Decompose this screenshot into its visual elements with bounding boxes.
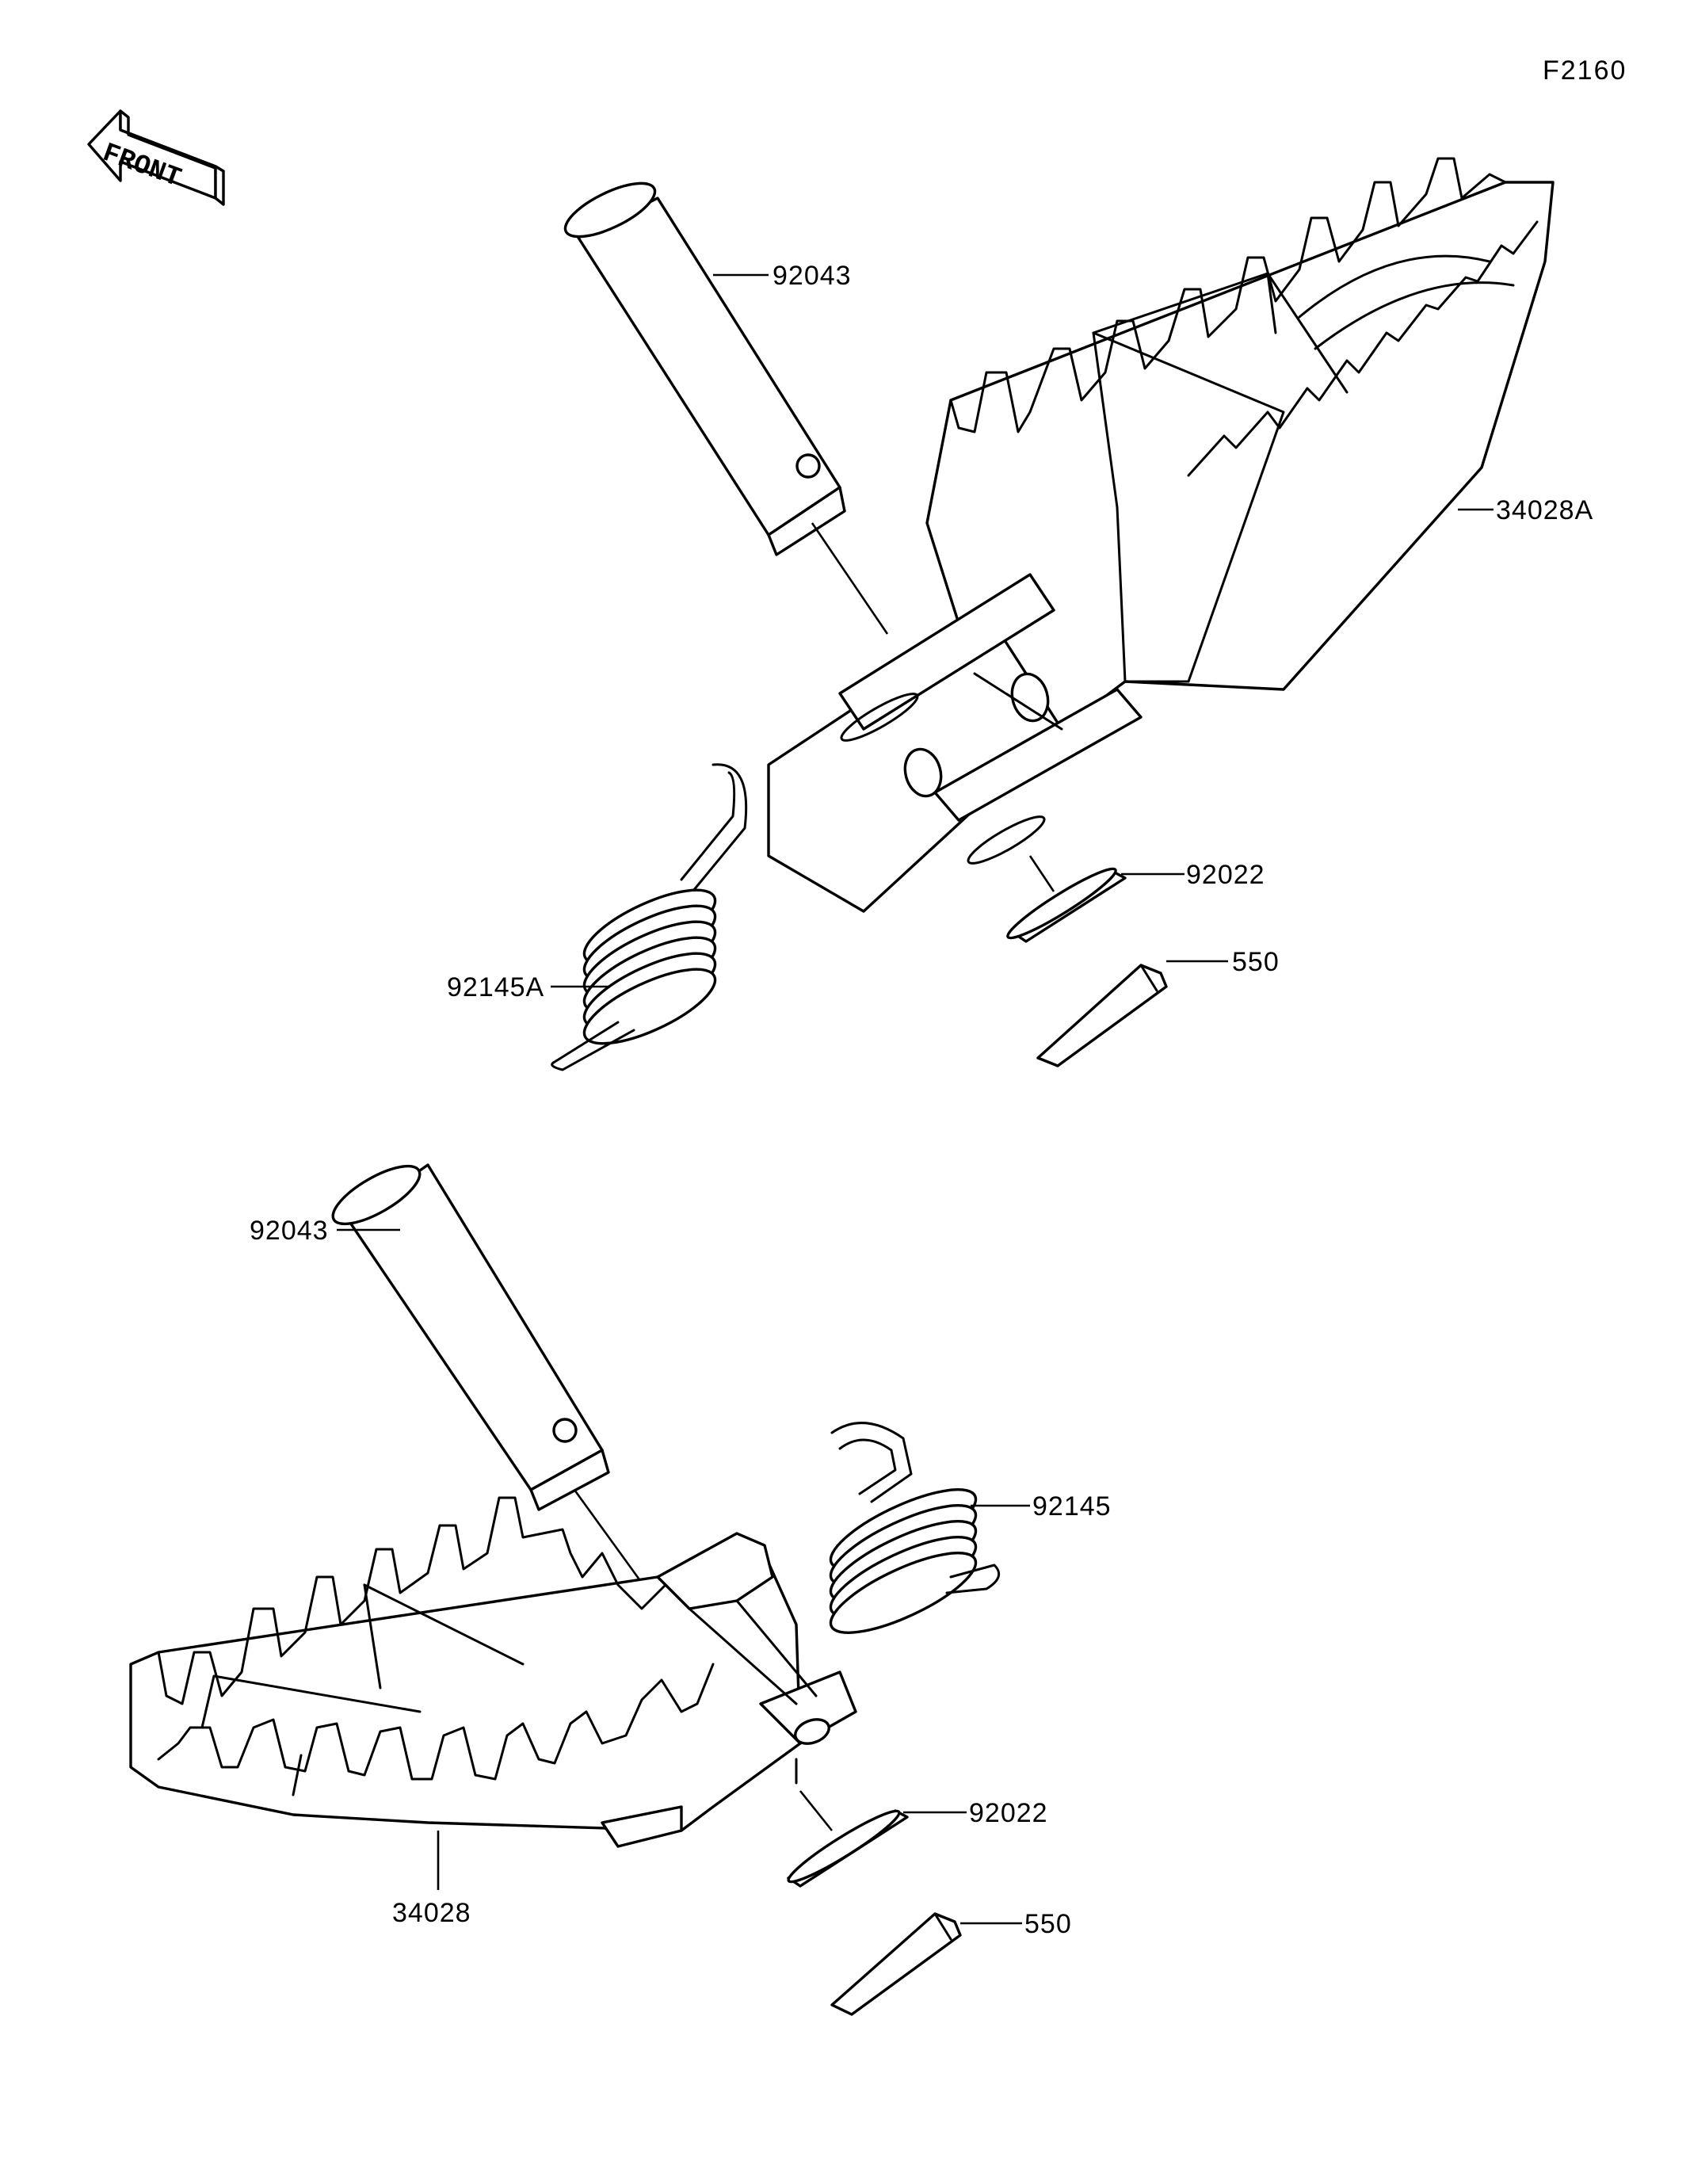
callout-upper-pin: 92043 [773, 261, 852, 291]
upper-cotter-pin [1036, 964, 1168, 1067]
right-spring [829, 1422, 1001, 1634]
callout-upper-washer: 92022 [1186, 860, 1265, 890]
callout-right-spring: 92145 [1032, 1491, 1112, 1522]
callout-lower-cotter-pin: 550 [1024, 1909, 1072, 1939]
right-footpeg [767, 157, 1555, 913]
lower-cotter-pin [830, 1912, 962, 2016]
lower-washer [787, 1790, 909, 1888]
front-arrow-icon: FRONT [87, 109, 225, 206]
lower-pin [331, 1163, 659, 1606]
upper-pin [563, 181, 889, 635]
callout-right-footpeg: 34028A [1496, 495, 1593, 525]
upper-washer [1006, 855, 1127, 943]
left-spring [551, 763, 748, 1071]
callout-upper-cotter-pin: 550 [1232, 947, 1280, 977]
callout-lower-pin: 92043 [250, 1216, 329, 1246]
left-footpeg [129, 1496, 857, 1848]
figure-code: F2160 [1543, 55, 1627, 86]
callout-lower-washer: 92022 [969, 1798, 1048, 1828]
callout-left-footpeg: 34028 [392, 1898, 471, 1928]
callout-left-spring: 92145A [447, 972, 544, 1002]
